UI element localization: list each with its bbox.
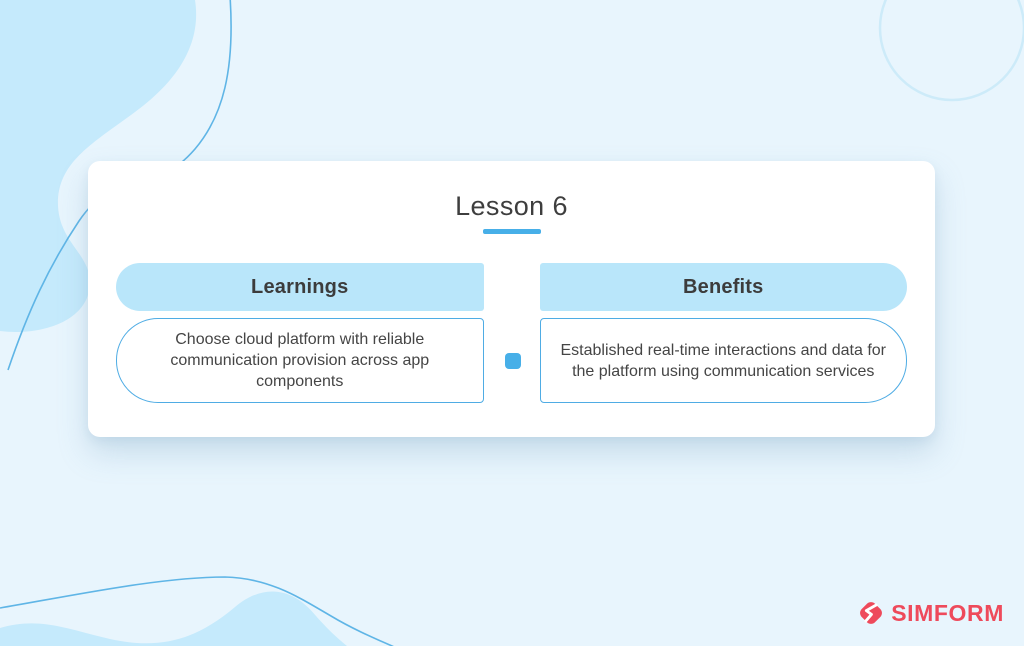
column-benefits: Benefits Established real-time interacti… bbox=[539, 263, 907, 403]
benefits-header: Benefits bbox=[539, 263, 907, 311]
title-underline bbox=[482, 229, 541, 234]
wave-fill-bottom-left bbox=[0, 591, 347, 646]
simform-s-arrows-icon bbox=[860, 602, 883, 624]
columns-row: Learnings Choose cloud platform with rel… bbox=[116, 263, 907, 403]
learnings-text: Choose cloud platform with reliable comm… bbox=[170, 331, 430, 390]
simform-logo-text: SIMFORM bbox=[891, 599, 1004, 626]
blob-top-left bbox=[0, 0, 197, 332]
column-learnings: Learnings Choose cloud platform with rel… bbox=[116, 263, 484, 403]
circle-outline-top-right bbox=[878, 0, 1024, 102]
wave-line-bottom-left bbox=[0, 576, 394, 646]
benefits-box: Established real-time interactions and d… bbox=[539, 318, 907, 403]
learnings-box: Choose cloud platform with reliable comm… bbox=[116, 318, 484, 403]
page-title: Lesson 6 bbox=[455, 191, 568, 221]
benefits-text: Established real-time interactions and d… bbox=[560, 341, 886, 380]
simform-logo: SIMFORM bbox=[856, 598, 1004, 628]
lesson-card: Lesson 6 Learnings Choose cloud platform… bbox=[88, 161, 935, 437]
learnings-header: Learnings bbox=[116, 263, 484, 311]
square-bullet-icon bbox=[505, 353, 521, 369]
